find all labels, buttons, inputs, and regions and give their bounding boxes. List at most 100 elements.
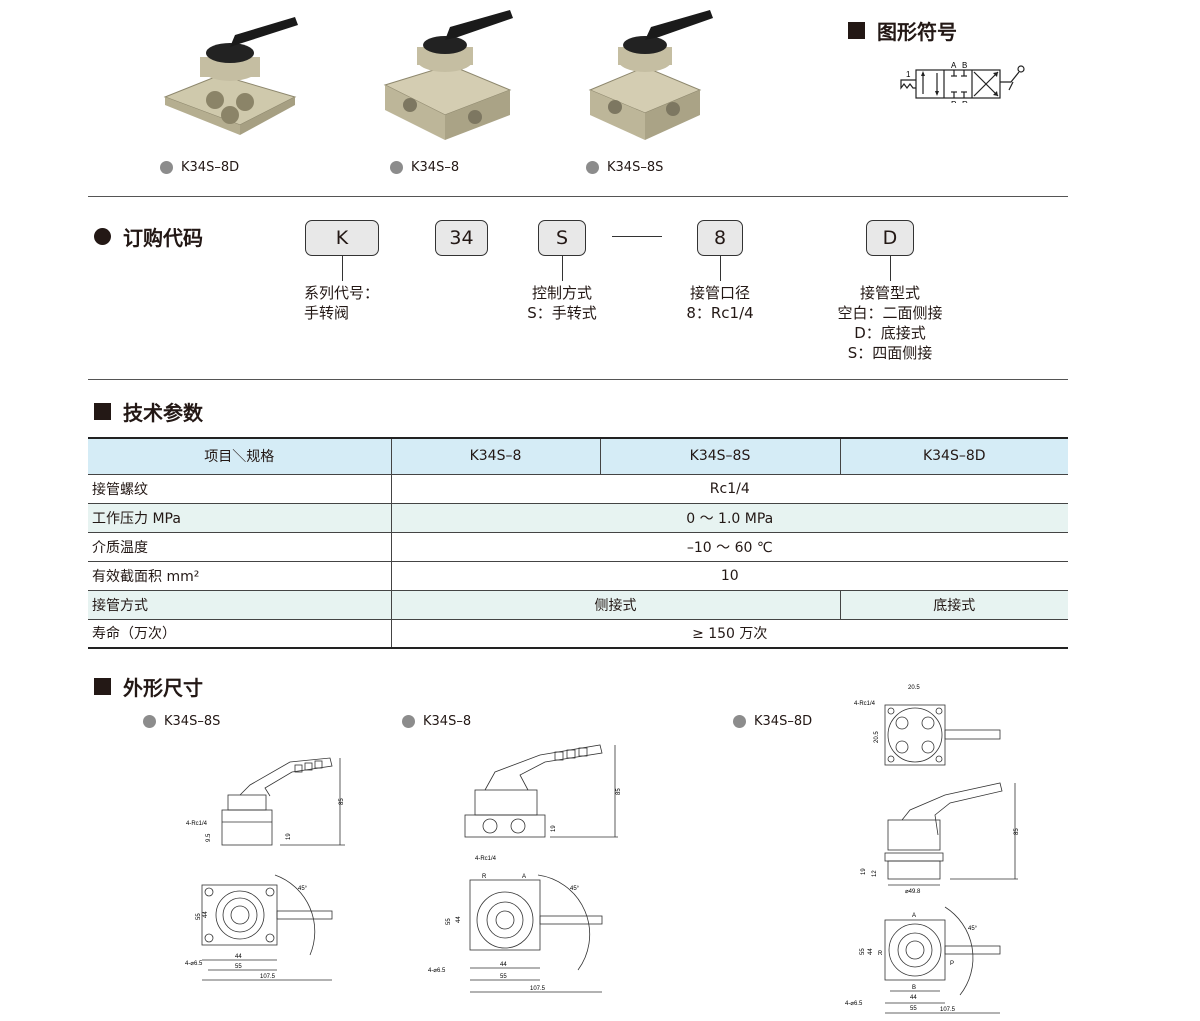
svg-text:R: R xyxy=(962,100,968,103)
svg-text:4-Rc1/4: 4-Rc1/4 xyxy=(854,701,876,707)
svg-text:44: 44 xyxy=(868,948,874,955)
divider xyxy=(88,196,1068,197)
row-value: Rc1/4 xyxy=(390,473,1068,504)
svg-text:19: 19 xyxy=(861,868,867,875)
row-label: 有效截面积 mm² xyxy=(88,560,392,591)
section-title: 外形尺寸 xyxy=(123,676,203,700)
svg-text:45°: 45° xyxy=(570,886,580,892)
svg-text:45°: 45° xyxy=(298,886,308,892)
svg-text:107.5: 107.5 xyxy=(260,974,276,980)
code-dash xyxy=(612,236,662,237)
svg-text:44: 44 xyxy=(500,962,507,968)
svg-text:9.5: 9.5 xyxy=(206,833,212,842)
drawing-k34s-8s: 85 19 9.5 4-Rc1/4 55 44 44 55 107.5 4-⌀6… xyxy=(185,757,345,981)
product-photo-k34s-8d xyxy=(163,17,298,135)
svg-text:55: 55 xyxy=(446,918,452,925)
product-label: K34S–8S xyxy=(586,160,663,175)
bullet-icon xyxy=(160,161,173,174)
square-bullet-icon xyxy=(94,678,111,695)
bullet-icon xyxy=(143,715,156,728)
svg-text:44: 44 xyxy=(203,911,209,918)
bullet-icon xyxy=(733,715,746,728)
code-box-connection: D xyxy=(866,220,914,256)
code-box-port: 8 xyxy=(697,220,743,256)
row-value: 0 ～ 1.0 MPa xyxy=(390,502,1068,533)
row-value: ≥ 150 万次 xyxy=(390,618,1068,649)
model-name: K34S–8 xyxy=(423,714,472,729)
leader-line xyxy=(720,256,721,281)
row-label: 工作压力 MPa xyxy=(88,502,392,533)
desc-series: 系列代号：手转阀 xyxy=(304,284,380,322)
valve-symbol-icon: 1 AB PR xyxy=(900,61,1025,103)
model-name: K34S–8D xyxy=(754,714,813,729)
code-box-type: 34 xyxy=(435,220,488,256)
section-title: 技术参数 xyxy=(123,401,203,425)
product-label: K34S–8 xyxy=(390,160,459,175)
table-row: 接管方式侧接式底接式 xyxy=(88,589,1068,620)
product-photo-k34s-8s xyxy=(588,10,713,140)
svg-text:107.5: 107.5 xyxy=(530,986,546,992)
svg-text:R: R xyxy=(878,951,883,957)
section-title: 图形符号 xyxy=(877,20,957,44)
row-label: 介质温度 xyxy=(88,531,392,562)
square-bullet-icon xyxy=(848,22,865,39)
svg-text:4-Rc1/4: 4-Rc1/4 xyxy=(186,821,208,827)
row-value: 底接式 xyxy=(839,589,1068,620)
leader-line xyxy=(890,256,891,281)
product-name: K34S–8 xyxy=(411,160,460,175)
svg-text:B: B xyxy=(962,61,967,70)
svg-text:4-⌀6.5: 4-⌀6.5 xyxy=(845,1001,863,1007)
drawing-label: K34S–8 xyxy=(402,714,471,729)
svg-text:A: A xyxy=(951,61,957,70)
table-header-row: 项目＼规格 K34S–8 K34S–8S K34S–8D xyxy=(88,437,1068,475)
svg-text:55: 55 xyxy=(235,964,242,970)
svg-text:4-⌀6.5: 4-⌀6.5 xyxy=(428,968,446,974)
svg-text:20.5: 20.5 xyxy=(908,685,920,691)
bullet-icon xyxy=(586,161,599,174)
product-label: K34S–8D xyxy=(160,160,239,175)
header-cell: K34S–8D xyxy=(839,437,1068,475)
svg-text:55: 55 xyxy=(910,1006,917,1012)
bullet-icon xyxy=(402,715,415,728)
svg-text:44: 44 xyxy=(910,995,917,1001)
svg-text:45°: 45° xyxy=(968,926,978,932)
specs-heading: 技术参数 xyxy=(94,397,203,426)
svg-text:⌀49.8: ⌀49.8 xyxy=(905,889,921,895)
svg-text:4-Rc1/4: 4-Rc1/4 xyxy=(475,856,497,862)
row-value: –10 ～ 60 ℃ xyxy=(390,531,1068,562)
product-name: K34S–8S xyxy=(607,160,664,175)
leader-line xyxy=(562,256,563,281)
section-title: 订购代码 xyxy=(123,226,203,250)
svg-text:P: P xyxy=(950,961,954,967)
product-photo-k34s-8 xyxy=(383,10,513,140)
header-cell: K34S–8S xyxy=(599,437,841,475)
svg-text:12: 12 xyxy=(872,870,878,877)
svg-text:R: R xyxy=(482,874,487,880)
svg-text:A: A xyxy=(912,913,916,919)
square-bullet-icon xyxy=(94,403,111,420)
svg-text:20.5: 20.5 xyxy=(874,731,880,743)
row-label: 接管方式 xyxy=(88,589,392,620)
svg-text:107.5: 107.5 xyxy=(940,1007,956,1013)
header-cell: 项目＼规格 xyxy=(88,437,392,475)
svg-text:85: 85 xyxy=(616,788,620,795)
row-value: 侧接式 xyxy=(390,589,841,620)
svg-text:A: A xyxy=(522,874,526,880)
svg-text:19: 19 xyxy=(551,825,557,832)
table-row: 寿命（万次）≥ 150 万次 xyxy=(88,618,1068,649)
ordering-heading: 订购代码 xyxy=(94,222,203,251)
svg-text:55: 55 xyxy=(500,974,507,980)
dimensions-heading: 外形尺寸 xyxy=(94,672,203,701)
header-cell: K34S–8 xyxy=(390,437,601,475)
drawing-label: K34S–8S xyxy=(143,714,220,729)
svg-text:4-⌀6.5: 4-⌀6.5 xyxy=(185,961,203,967)
symbol-heading: 图形符号 xyxy=(848,16,957,45)
drawing-k34s-8d: 20.5 4-Rc1/4 20.5 85 19 12 ⌀49.8 A R P B… xyxy=(845,685,1020,1014)
svg-text:P: P xyxy=(951,100,956,103)
